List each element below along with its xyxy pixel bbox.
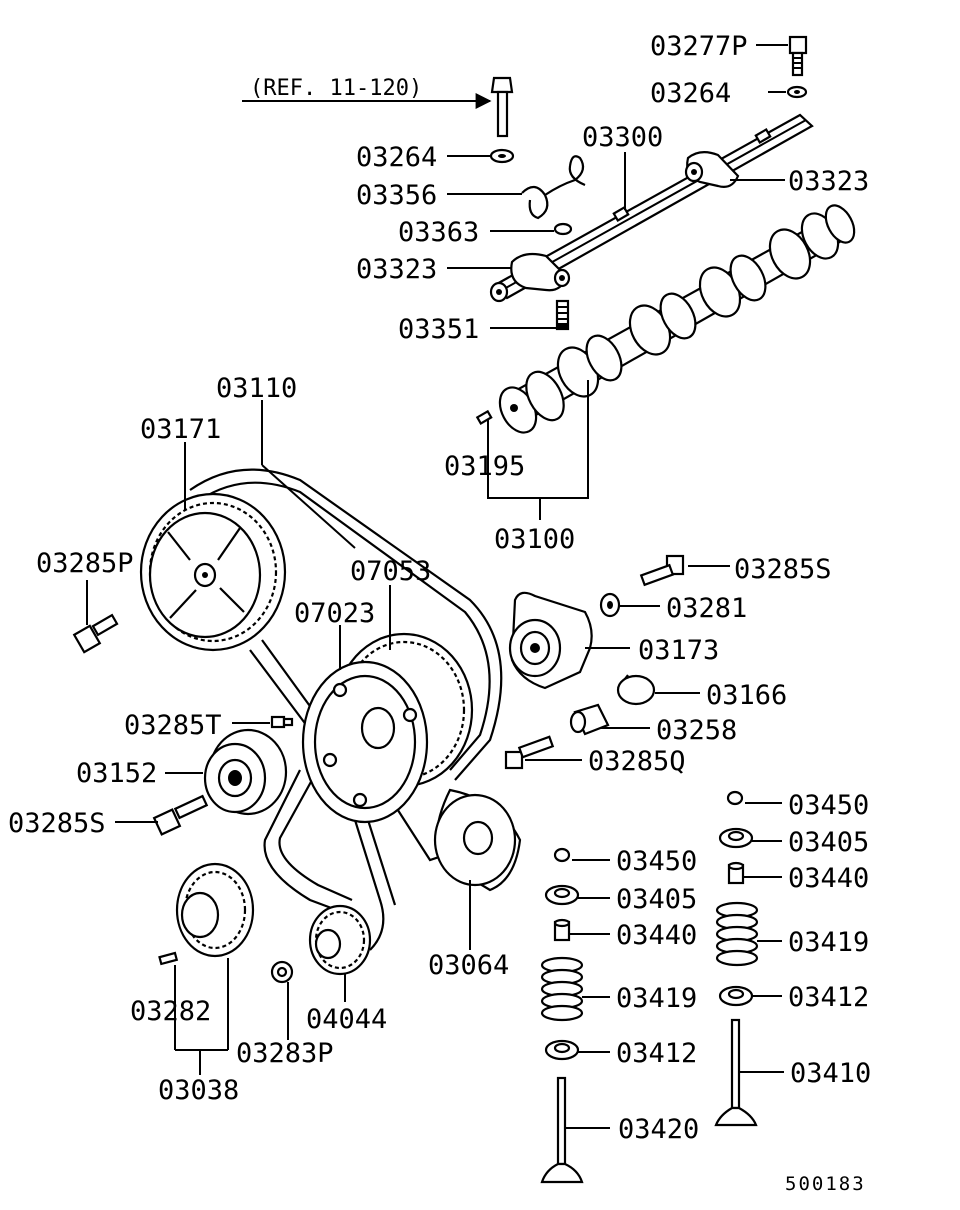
reference-pointer: (REF. 11-120)	[242, 76, 492, 109]
label-03100: 03100	[494, 524, 575, 555]
label-03166: 03166	[706, 680, 787, 711]
seal-03440-right	[727, 861, 745, 885]
nut-03283P	[270, 960, 294, 984]
label-03351: 03351	[398, 314, 479, 345]
label-03412-left: 03412	[616, 1038, 697, 1069]
bolt-03285T	[270, 715, 294, 729]
label-03283P: 03283P	[236, 1038, 334, 1069]
cover-03064	[433, 788, 522, 892]
drawing-code: 500183	[785, 1173, 866, 1195]
label-03440-left: 03440	[616, 920, 697, 951]
bolt-03285P	[72, 613, 119, 654]
cotter-03450-left	[553, 847, 571, 863]
label-03323-bottom: 03323	[356, 254, 437, 285]
label-07023: 07023	[294, 598, 375, 629]
label-03285S-right: 03285S	[734, 554, 832, 585]
label-03450-right: 03450	[788, 790, 869, 821]
pin-03282	[158, 951, 179, 966]
label-03285Q: 03285Q	[588, 746, 686, 777]
bolt-03285S-right	[639, 554, 685, 587]
sprocket-04044	[308, 904, 372, 976]
tensioner-03173	[508, 591, 593, 690]
pin-03195	[475, 409, 493, 425]
label-03277P: 03277P	[650, 31, 748, 62]
crank-sprocket-03038	[175, 862, 255, 958]
label-03264-left: 03264	[356, 142, 437, 173]
spring-03166	[616, 674, 656, 706]
label-07053: 07053	[350, 556, 431, 587]
rocker-arm-03323-left	[510, 252, 571, 292]
seal-03440-left	[553, 918, 571, 942]
bolt-03285Q	[504, 735, 555, 770]
nut-03363	[553, 222, 573, 236]
valve-03420	[540, 1076, 584, 1184]
label-03356: 03356	[356, 180, 437, 211]
label-03323-top: 03323	[788, 166, 869, 197]
label-03405-left: 03405	[616, 884, 697, 915]
leader-lines	[86, 44, 788, 1129]
rocker-arm-03323-right	[684, 151, 740, 188]
label-03282: 03282	[130, 996, 211, 1027]
label-03419-right: 03419	[788, 927, 869, 958]
label-03285S-left: 03285S	[8, 808, 106, 839]
label-03038: 03038	[158, 1075, 239, 1106]
retainer-03405-left	[544, 884, 580, 906]
bolt-03285S-left	[152, 794, 209, 836]
label-03264-top: 03264	[650, 78, 731, 109]
label-03195: 03195	[444, 451, 525, 482]
label-03173: 03173	[638, 635, 719, 666]
clip-03356	[521, 155, 586, 220]
timing-belt-03110	[189, 468, 503, 951]
label-03420: 03420	[618, 1114, 699, 1145]
reference-label: (REF. 11-120)	[250, 76, 422, 101]
label-03363: 03363	[398, 217, 479, 248]
cotter-03450-right	[726, 790, 744, 806]
label-03171: 03171	[140, 414, 221, 445]
label-03405-right: 03405	[788, 827, 869, 858]
spring-03419-left	[540, 956, 584, 1022]
spring-03419-right	[715, 901, 759, 967]
plate-07023	[301, 660, 429, 824]
sleeve-03258	[569, 703, 610, 736]
label-03300: 03300	[582, 122, 663, 153]
label-03410: 03410	[790, 1058, 871, 1089]
part-labels: 03277P 03264 03264 03300 03323 03356 033…	[8, 31, 871, 1145]
label-03110: 03110	[216, 373, 297, 404]
label-03419-left: 03419	[616, 983, 697, 1014]
seat-03412-left	[544, 1039, 580, 1061]
label-03412-right: 03412	[788, 982, 869, 1013]
label-03152: 03152	[76, 758, 157, 789]
screw-03351	[555, 299, 570, 331]
label-03285P: 03285P	[36, 548, 134, 579]
seat-03412-right	[718, 985, 754, 1007]
camshaft-03100	[498, 204, 856, 434]
bolt-03277P	[788, 35, 808, 77]
camshaft-sprocket-03171	[139, 492, 287, 652]
label-03440-right: 03440	[788, 863, 869, 894]
idler-pulley-03152	[203, 728, 288, 816]
valve-03410	[714, 1018, 758, 1127]
long-bolt	[490, 76, 514, 138]
label-03064: 03064	[428, 950, 509, 981]
label-03285T: 03285T	[124, 710, 222, 741]
retainer-03405-right	[718, 827, 754, 849]
label-03281: 03281	[666, 593, 747, 624]
label-03258: 03258	[656, 715, 737, 746]
label-04044: 04044	[306, 1004, 387, 1035]
label-03450-left: 03450	[616, 846, 697, 877]
